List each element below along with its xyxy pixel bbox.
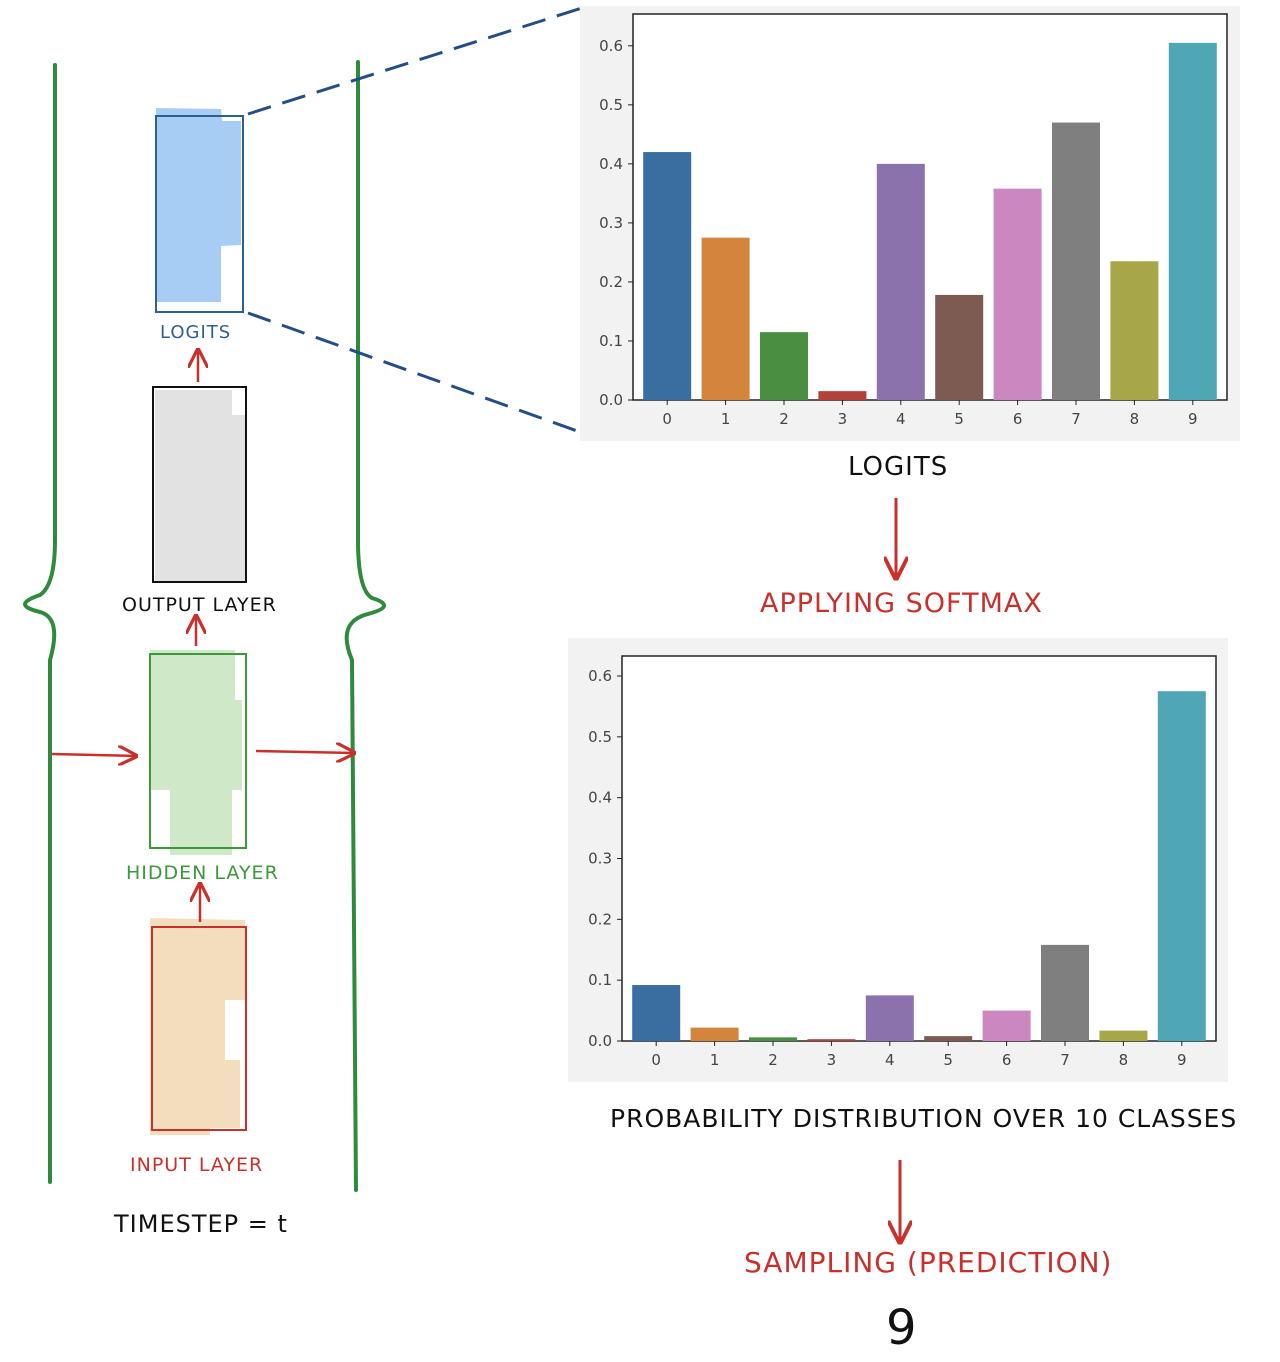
- x-tick-label: 7: [1071, 410, 1081, 428]
- x-tick-label: 9: [1188, 410, 1198, 428]
- bar-2: [749, 1037, 797, 1041]
- bar-7: [1041, 944, 1089, 1041]
- timestep-label: TIMESTEP = t: [114, 1210, 288, 1238]
- sampling-label: SAMPLING (PREDICTION): [744, 1246, 1113, 1279]
- layer-arrows: [51, 350, 354, 922]
- left-boundary-line: [23, 63, 57, 1184]
- y-tick-label: 0.2: [588, 910, 612, 928]
- output-layer-label: OUTPUT LAYER: [122, 594, 277, 616]
- bar-9: [1157, 691, 1206, 1041]
- x-tick-label: 6: [1013, 410, 1023, 428]
- y-tick-label: 0.1: [599, 332, 623, 350]
- y-tick-label: 0.2: [599, 273, 623, 291]
- x-tick-label: 1: [721, 410, 731, 428]
- y-tick-label: 0.1: [588, 971, 612, 989]
- probability-chart: 0.0 0.1 0.2 0.3 0.4 0.5 0.6 0 1 2 3 4 5 6 7 8 9: [568, 638, 1228, 1082]
- hidden-layer-label: HIDDEN LAYER: [126, 862, 279, 884]
- x-tick-label: 6: [1002, 1051, 1012, 1069]
- bar-2: [760, 332, 808, 400]
- bar-5: [924, 1036, 973, 1041]
- bar-5: [935, 294, 984, 400]
- bar-4: [876, 163, 925, 400]
- zoom-line-bottom: [247, 311, 581, 434]
- logits-layer-box: [155, 108, 244, 313]
- y-tick-label: 0.4: [599, 155, 623, 173]
- bar-8: [1099, 1030, 1148, 1041]
- x-tick-label: 2: [768, 1051, 778, 1069]
- x-tick-label: 2: [779, 410, 789, 428]
- bar-6: [993, 188, 1042, 400]
- logits-label: LOGITS: [160, 322, 232, 343]
- output-layer-box: [152, 386, 247, 583]
- bar-1: [690, 1027, 739, 1041]
- y-tick-label: 0.6: [588, 667, 612, 685]
- right-boundary-line: [344, 60, 386, 1192]
- y-tick-label: 0.5: [599, 96, 623, 114]
- y-tick-label: 0.5: [588, 728, 612, 746]
- bar-4: [865, 995, 914, 1041]
- x-tick-label: 3: [838, 410, 848, 428]
- bar-0: [632, 985, 681, 1041]
- x-tick-label: 0: [662, 410, 672, 428]
- input-layer-box: [150, 918, 247, 1135]
- prev-state-arrow: [51, 754, 136, 756]
- x-tick-label: 7: [1060, 1051, 1070, 1069]
- y-tick-label: 0.3: [599, 214, 623, 232]
- prediction-value: 9: [886, 1300, 918, 1356]
- x-tick-label: 5: [954, 410, 964, 428]
- bar-3: [818, 391, 867, 400]
- next-state-arrow: [255, 751, 354, 753]
- bar-3: [807, 1039, 856, 1041]
- x-tick-label: 5: [943, 1051, 953, 1069]
- x-tick-label: 4: [885, 1051, 895, 1069]
- y-tick-label: 0.3: [588, 850, 612, 868]
- bar-7: [1052, 122, 1100, 400]
- logits-chart: 0.0 0.1 0.2 0.3 0.4 0.5 0.6 0 1 2 3 4 5 6 7 8 9: [580, 6, 1240, 441]
- softmax-label: APPLYING SOFTMAX: [760, 588, 1043, 619]
- rnn-cell-boundary: [23, 60, 386, 1192]
- y-tick-label: 0.0: [599, 391, 623, 409]
- y-tick-label: 0.4: [588, 789, 612, 807]
- x-tick-label: 1: [710, 1051, 720, 1069]
- input-layer-label: INPUT LAYER: [130, 1154, 264, 1176]
- bar-9: [1168, 42, 1217, 401]
- probability-caption: PROBABILITY DISTRIBUTION OVER 10 CLASSES: [610, 1104, 1238, 1133]
- hidden-layer-box: [149, 650, 247, 855]
- zoom-lines: [247, 6, 583, 434]
- bar-8: [1110, 261, 1159, 400]
- logits-caption: LOGITS: [848, 452, 949, 482]
- zoom-line-top: [247, 6, 583, 116]
- x-tick-label: 3: [827, 1051, 837, 1069]
- x-tick-label: 4: [896, 410, 906, 428]
- bar-0: [643, 152, 692, 400]
- bar-6: [982, 1010, 1031, 1041]
- y-tick-label: 0.6: [599, 37, 623, 55]
- x-tick-label: 8: [1130, 410, 1140, 428]
- x-tick-label: 8: [1119, 1051, 1129, 1069]
- y-tick-label: 0.0: [588, 1032, 612, 1050]
- x-tick-label: 0: [651, 1051, 661, 1069]
- bar-1: [701, 237, 750, 400]
- x-tick-label: 9: [1177, 1051, 1187, 1069]
